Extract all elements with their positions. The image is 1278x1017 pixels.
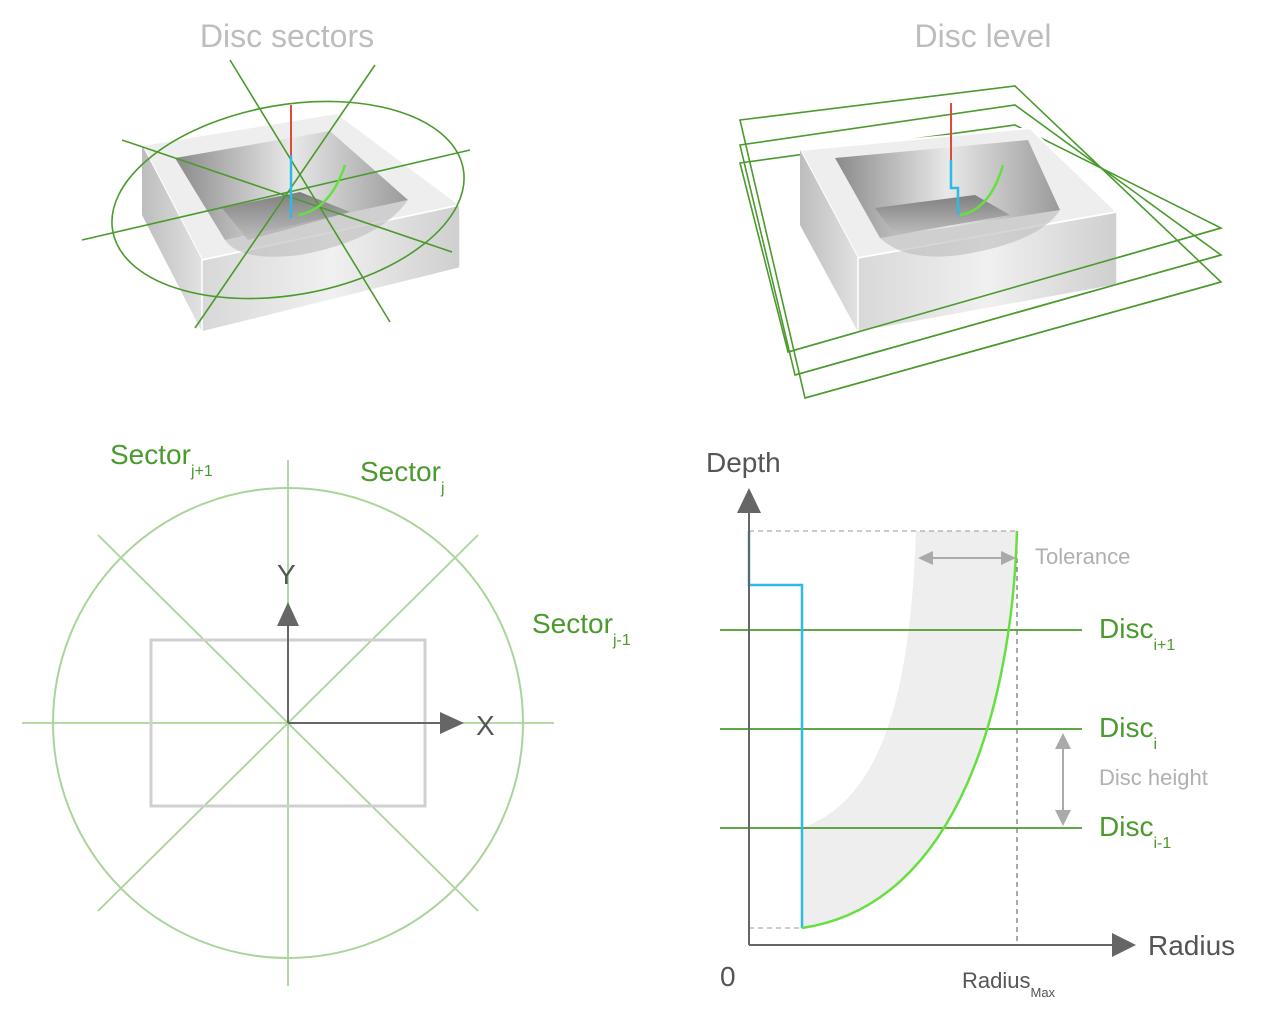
panel-title-disc-sectors: Disc sectors bbox=[200, 18, 374, 54]
pocket2-floor bbox=[875, 195, 1010, 235]
disc-label-i-minus-1: Disci-1 bbox=[1099, 811, 1171, 852]
disc-lines bbox=[720, 629, 1082, 829]
origin-label: 0 bbox=[720, 961, 736, 992]
sector-label-j: Sectorj bbox=[360, 456, 445, 497]
disc-height-arrow-down-icon bbox=[1055, 810, 1071, 826]
x-axis-label: X bbox=[476, 710, 495, 741]
tool2-curve-green bbox=[959, 164, 1005, 217]
disc-label-i-plus-1: Disci+1 bbox=[1099, 613, 1175, 654]
sector-diagram bbox=[22, 460, 554, 986]
disc-label-i: Disci bbox=[1099, 712, 1157, 753]
disc-height-arrow-up-icon bbox=[1055, 733, 1071, 749]
radius-axis-label: Radius bbox=[1148, 930, 1235, 961]
sector-label-j-minus-1: Sectorj-1 bbox=[532, 608, 631, 649]
pocket2-bottom-curve bbox=[880, 210, 1060, 257]
radius-max-label: RadiusMax bbox=[962, 968, 1056, 1000]
x-axis-arrow-icon bbox=[440, 712, 464, 734]
part-profile-curve bbox=[801, 530, 1019, 930]
y-axis-arrow-icon bbox=[277, 602, 299, 626]
box2-left-face bbox=[800, 150, 858, 332]
tolerance-arrow-left-icon bbox=[918, 551, 933, 565]
sector-ellipse bbox=[111, 100, 465, 300]
panel-title-disc-level: Disc level bbox=[915, 18, 1052, 54]
depth-axis-label: Depth bbox=[706, 447, 781, 478]
sector-lines bbox=[81, 59, 471, 329]
tool-curve-green bbox=[297, 164, 347, 217]
box-left-face bbox=[142, 145, 202, 332]
tool2-path-cyan bbox=[949, 160, 960, 215]
depth-axis-arrow-icon bbox=[737, 488, 761, 513]
disc-height-label: Disc height bbox=[1099, 765, 1208, 790]
disc-sectors-3d-illustration bbox=[81, 59, 471, 333]
sector-label-j-plus-1: Sectorj+1 bbox=[110, 439, 213, 480]
disc-level-3d-illustration bbox=[739, 85, 1224, 399]
disc-planes-front bbox=[787, 227, 1222, 399]
tolerance-arrow-right-icon bbox=[1001, 551, 1016, 565]
depth-radius-diagram bbox=[720, 488, 1136, 957]
radius-axis-arrow-icon bbox=[1112, 933, 1136, 957]
tolerance-label: Tolerance bbox=[1035, 544, 1130, 569]
pocket-bottom-curve bbox=[225, 200, 408, 257]
y-axis-label: Y bbox=[277, 559, 296, 590]
